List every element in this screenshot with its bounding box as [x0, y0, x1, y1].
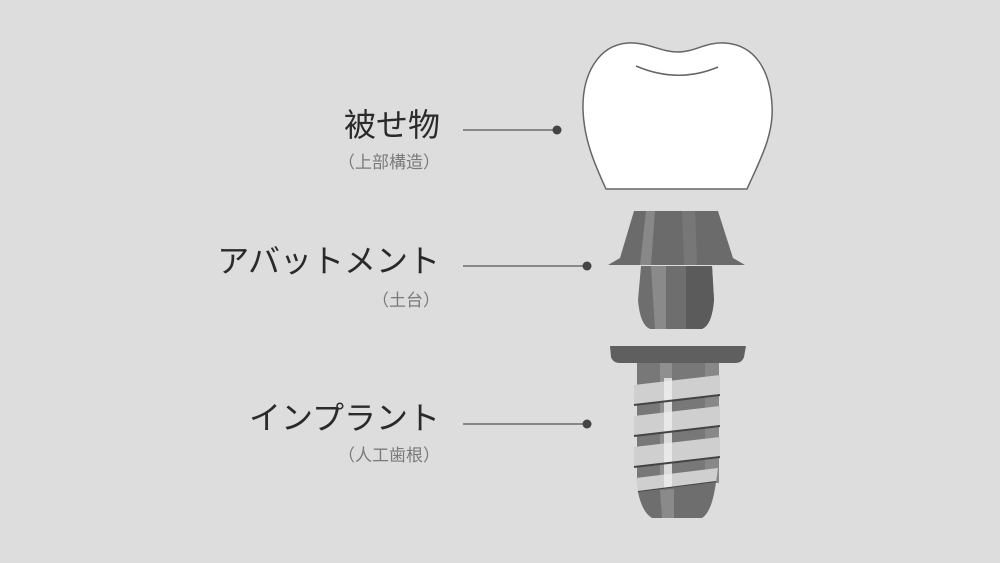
- implant-illustration: [610, 346, 746, 518]
- abutment-label: アバットメント: [217, 242, 440, 280]
- crown-illustration: [582, 42, 773, 190]
- abutment-illustration: [608, 211, 745, 329]
- implant-leader: [463, 419, 592, 429]
- crown-sublabel: （上部構造）: [338, 153, 440, 173]
- crown-leader: [463, 125, 562, 135]
- implant-label: インプラント: [248, 399, 440, 437]
- implant-sublabel: （人工歯根）: [338, 446, 440, 466]
- crown-label: 被せ物: [343, 106, 440, 144]
- abutment-sublabel: （土台）: [372, 291, 440, 311]
- abutment-leader: [463, 261, 592, 271]
